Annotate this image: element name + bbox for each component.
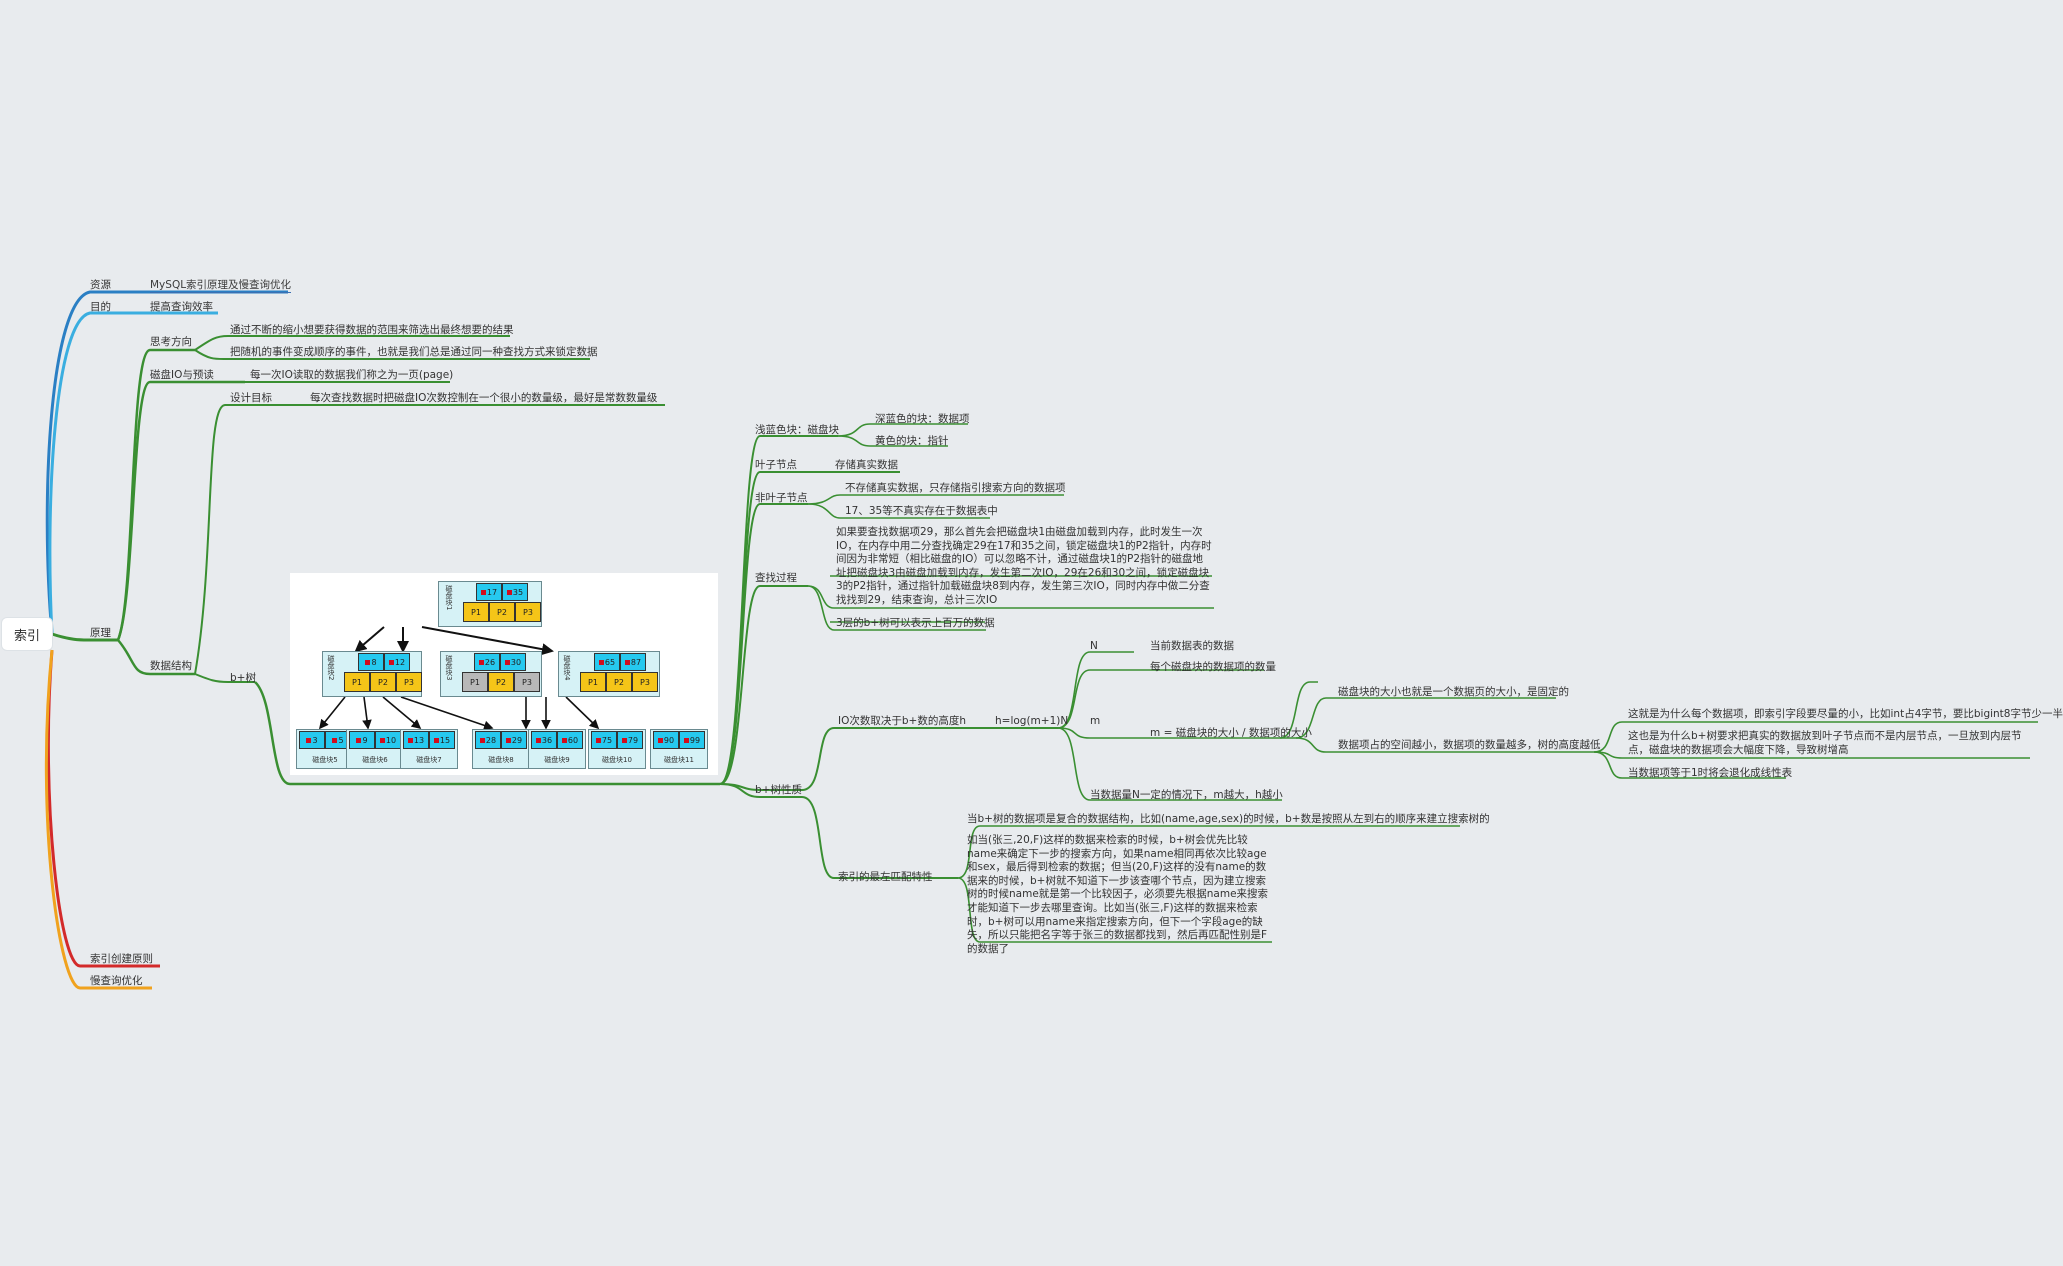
m-2b-3[interactable]: 当数据项等于1时将会退化成线性表 (1628, 767, 1793, 779)
purpose-text[interactable]: 提高查询效率 (150, 301, 213, 313)
pointer-item: P1 (462, 672, 488, 692)
block-label: 磁盘块5 (312, 756, 338, 764)
data-item: 26 (474, 653, 500, 671)
m-2b[interactable]: 数据项占的空间越小，数据项的数量越多，树的高度越低 (1338, 739, 1601, 751)
pointer-item: P3 (514, 672, 540, 692)
io-height[interactable]: IO次数取决于b+数的高度h (838, 715, 966, 727)
bplus-tree-image: 磁盘块1 17 35 P1 P2 P3 磁盘块2 8 12 P1 P2 P3 磁… (290, 573, 718, 775)
connector-purpose (48, 311, 218, 635)
data-item: 13 (403, 731, 429, 749)
node-leaf[interactable]: 叶子节点 (755, 459, 797, 471)
root-node[interactable]: 索引 (2, 618, 52, 650)
pointer-item: P2 (488, 672, 514, 692)
block-label: 磁盘块3 (445, 655, 453, 681)
node-bplus[interactable]: b+树 (230, 672, 256, 684)
block-label: 磁盘块9 (544, 756, 570, 764)
data-item: 30 (500, 653, 526, 671)
m-2b-1[interactable]: 这就是为什么每个数据项，即索引字段要尽量的小，比如int占4字节，要比bigin… (1628, 708, 2063, 720)
node-index-rules[interactable]: 索引创建原则 (90, 953, 153, 965)
block-label: 磁盘块8 (488, 756, 514, 764)
pointer-item: P2 (489, 602, 515, 622)
leftmost-2[interactable]: 如当(张三,20,F)这样的数据来检索的时候，b+树会优先比较name来确定下一… (967, 834, 1269, 955)
connector-index-rules (46, 649, 160, 968)
node-m[interactable]: m (1090, 715, 1101, 727)
data-item: 90 (653, 731, 679, 749)
pointer-item: P2 (606, 672, 632, 692)
lookup-text[interactable]: 如果要查找数据项29，那么首先会把磁盘块1由磁盘加载到内存，此时发生一次IO，在… (836, 526, 1212, 606)
node-resource[interactable]: 资源 (90, 279, 111, 291)
pointer-item: P1 (580, 672, 606, 692)
data-item: 79 (617, 731, 643, 749)
pointer-item: P2 (370, 672, 396, 692)
thinking-2[interactable]: 把随机的事件变成顺序的事件，也就是我们总是通过同一种查找方式来锁定数据 (230, 346, 598, 358)
data-item: 65 (594, 653, 620, 671)
leaf-text[interactable]: 存储真实数据 (835, 459, 898, 471)
data-item: 60 (557, 731, 583, 749)
tree-arrows (318, 626, 600, 730)
data-item: 36 (531, 731, 557, 749)
node-thinking[interactable]: 思考方向 (150, 336, 192, 348)
disk-io-text[interactable]: 每一次IO读取的数据我们称之为一页(page) (250, 369, 454, 381)
block-label: 磁盘块11 (664, 756, 694, 764)
node-slow-query[interactable]: 慢查询优化 (90, 975, 143, 987)
pointer-item: P3 (396, 672, 422, 692)
m-2a[interactable]: 磁盘块的大小也就是一个数据页的大小，是固定的 (1338, 686, 1569, 698)
block-label: 磁盘块10 (602, 756, 632, 764)
data-item: 10 (375, 731, 401, 749)
yellow-text[interactable]: 黄色的块：指针 (875, 435, 949, 447)
dark-blue-text[interactable]: 深蓝色的块：数据项 (875, 413, 970, 425)
data-item: 17 (476, 583, 502, 601)
pointer-item: P1 (344, 672, 370, 692)
data-item: 29 (501, 731, 527, 749)
pointer-item: P1 (463, 602, 489, 622)
data-item: 8 (358, 653, 384, 671)
data-item: 99 (679, 731, 705, 749)
node-design-goal[interactable]: 设计目标 (230, 392, 272, 404)
thinking-1[interactable]: 通过不断的缩小想要获得数据的范围来筛选出最终想要的结果 (230, 324, 514, 336)
connector-resource (45, 290, 288, 635)
data-item: 75 (591, 731, 617, 749)
node-property[interactable]: b+树性质 (755, 784, 802, 796)
m-3[interactable]: 当数据量N一定的情况下，m越大，h越小 (1090, 789, 1283, 801)
data-item: 15 (429, 731, 455, 749)
block-label: 磁盘块6 (362, 756, 388, 764)
node-data-structure[interactable]: 数据结构 (150, 660, 192, 672)
n-text[interactable]: 当前数据表的数据 (1150, 640, 1234, 652)
leftmost-1[interactable]: 当b+树的数据项是复合的数据结构，比如(name,age,sex)的时候，b+数… (967, 813, 1490, 825)
data-item: 35 (502, 583, 528, 601)
node-nonleaf[interactable]: 非叶子节点 (755, 492, 808, 504)
node-n[interactable]: N (1090, 640, 1098, 652)
data-item: 12 (384, 653, 410, 671)
lookup-2[interactable]: 3层的b+树可以表示上百万的数据 (836, 617, 995, 629)
m-1[interactable]: 每个磁盘块的数据项的数量 (1150, 661, 1276, 673)
block-label: 磁盘块1 (445, 585, 453, 611)
nonleaf-1[interactable]: 不存储真实数据，只存储指引搜索方向的数据项 (845, 482, 1066, 494)
node-disk-io[interactable]: 磁盘IO与预读 (150, 369, 214, 381)
resource-link[interactable]: MySQL索引原理及慢查询优化 (150, 279, 292, 293)
block-label: 磁盘块7 (416, 756, 442, 764)
block-label: 磁盘块2 (327, 655, 335, 681)
data-item: 9 (349, 731, 375, 749)
node-leftmost[interactable]: 索引的最左匹配特性 (838, 871, 933, 883)
pointer-item: P3 (515, 602, 541, 622)
connector-principle (51, 632, 118, 642)
node-purpose[interactable]: 目的 (90, 301, 111, 313)
node-lookup[interactable]: 查找过程 (755, 572, 797, 584)
connector-slow-query (44, 649, 152, 990)
m-2[interactable]: m = 磁盘块的大小 / 数据项的大小 (1150, 727, 1312, 739)
data-item: 3 (299, 731, 325, 749)
node-color-blocks[interactable]: 浅蓝色块：磁盘块 (755, 424, 839, 436)
formula[interactable]: h=log(m+1)N (995, 715, 1069, 727)
node-principle[interactable]: 原理 (90, 627, 111, 639)
data-item: 87 (620, 653, 646, 671)
pointer-item: P3 (632, 672, 658, 692)
data-item: 28 (475, 731, 501, 749)
design-goal-text[interactable]: 每次查找数据时把磁盘IO次数控制在一个很小的数量级，最好是常数数量级 (310, 392, 658, 404)
block-label: 磁盘块4 (563, 655, 571, 681)
nonleaf-2[interactable]: 17、35等不真实存在于数据表中 (845, 505, 998, 517)
m-2b-2[interactable]: 这也是为什么b+树要求把真实的数据放到叶子节点而不是内层节点，一旦放到内层节点，… (1628, 730, 2022, 756)
